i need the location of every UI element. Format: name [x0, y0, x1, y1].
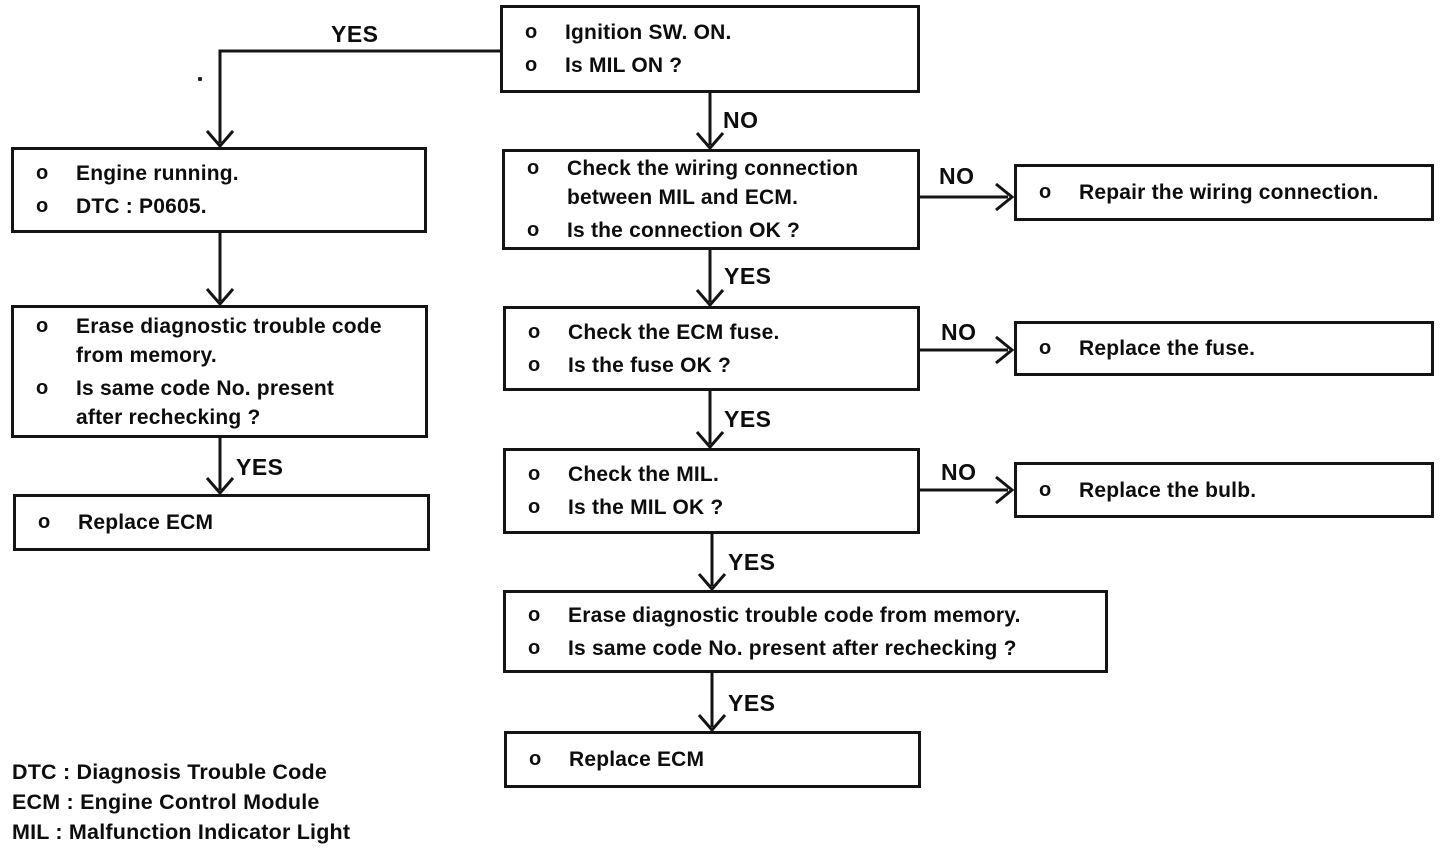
legend-dtc: DTC : Diagnosis Trouble Code	[12, 760, 327, 784]
node-replace-ecm-main: o Replace ECM	[504, 731, 921, 788]
node-replace-ecm-left: o Replace ECM	[13, 494, 430, 551]
node-line: o Repair the wiring connection.	[1039, 178, 1423, 207]
node-line: o Check the ECM fuse.	[528, 318, 909, 347]
node-line: o Check the MIL.	[528, 460, 909, 489]
bullet: o	[527, 157, 540, 179]
arrowhead-down-icon	[695, 132, 725, 151]
node-text: Is the fuse OK ?	[568, 353, 732, 377]
bullet: o	[528, 353, 541, 376]
node-text: Check the ECM fuse.	[568, 320, 780, 344]
legend-ecm: ECM : Engine Control Module	[12, 790, 320, 814]
node-line: o Engine running.	[36, 159, 416, 188]
bullet: o	[528, 320, 541, 343]
node-text: Erase diagnostic trouble code from memor…	[568, 603, 1021, 627]
node-replace-fuse: o Replace the fuse.	[1014, 321, 1434, 376]
scan-speck	[198, 77, 202, 81]
arrowhead-right-icon	[995, 335, 1015, 365]
node-line: o Is the fuse OK ?	[528, 351, 909, 380]
bullet: o	[528, 636, 541, 659]
arrowhead-down-icon	[205, 130, 235, 149]
arrowhead-right-icon	[995, 475, 1015, 505]
node-text: Is MIL ON ?	[565, 54, 683, 77]
node-line: o Ignition SW. ON.	[525, 18, 909, 47]
node-text: Replace ECM	[569, 748, 705, 771]
bullet: o	[529, 748, 542, 770]
node-text: Is the connection OK ?	[567, 219, 801, 242]
node-check-wiring: o Check the wiring connection between MI…	[502, 149, 920, 250]
bullet: o	[528, 496, 541, 518]
arrowhead-down-icon	[695, 431, 725, 450]
arrowhead-right-icon	[995, 182, 1015, 212]
node-engine-running: o Engine running. o DTC : P0605.	[11, 147, 427, 233]
arrowhead-down-icon	[697, 714, 727, 733]
legend-mil: MIL : Malfunction Indicator Light	[12, 820, 351, 844]
node-text: Check the wiring connection between MIL …	[567, 157, 859, 209]
connector-yes-top	[218, 49, 500, 143]
node-line: o Is MIL ON ?	[525, 51, 909, 80]
node-text: Ignition SW. ON.	[565, 21, 732, 44]
node-text: Check the MIL.	[568, 463, 719, 486]
node-line: o Check the wiring connection between MI…	[527, 154, 909, 212]
node-text: Replace the fuse.	[1079, 337, 1256, 360]
node-line: o Is same code No. present after recheck…	[36, 374, 417, 432]
bullet: o	[36, 314, 49, 337]
bullet: o	[36, 376, 49, 399]
arrowhead-down-icon	[697, 573, 727, 592]
node-line: o Replace the bulb.	[1039, 476, 1423, 505]
label-yes-top: YES	[331, 21, 379, 47]
bullet: o	[1039, 181, 1052, 203]
arrowhead-down-icon	[205, 288, 235, 307]
label-no-3: NO	[941, 459, 977, 485]
label-no-top: NO	[723, 107, 759, 133]
node-text: Erase diagnostic trouble code from memor…	[76, 314, 382, 367]
node-text: Replace ECM	[78, 511, 214, 534]
bullet: o	[1039, 478, 1052, 501]
label-yes-left: YES	[236, 454, 284, 480]
label-no-2: NO	[941, 319, 977, 345]
node-line: o Replace ECM	[529, 745, 910, 774]
arrowhead-down-icon	[695, 289, 725, 308]
label-yes-mid-3: YES	[728, 549, 776, 575]
node-line: o DTC : P0605.	[36, 192, 416, 221]
node-repair-wiring: o Repair the wiring connection.	[1014, 164, 1434, 221]
node-line: o Is the connection OK ?	[527, 216, 909, 245]
bullet: o	[525, 21, 538, 43]
node-erase-code-left: o Erase diagnostic trouble code from mem…	[11, 305, 428, 438]
node-line: o Erase diagnostic trouble code from mem…	[528, 601, 1097, 630]
bullet: o	[1039, 337, 1052, 359]
node-ignition-sw: o Ignition SW. ON. o Is MIL ON ?	[500, 5, 920, 93]
node-line: o Replace the fuse.	[1039, 334, 1423, 363]
legend: DTC : Diagnosis Trouble Code ECM : Engin…	[12, 757, 350, 847]
node-text: Repair the wiring connection.	[1079, 181, 1379, 204]
node-line: o Is same code No. present after recheck…	[528, 634, 1097, 663]
node-check-fuse: o Check the ECM fuse. o Is the fuse OK ?	[503, 306, 920, 391]
node-text: Replace the bulb.	[1079, 478, 1257, 502]
node-check-mil: o Check the MIL. o Is the MIL OK ?	[503, 448, 920, 534]
node-text: DTC : P0605.	[76, 195, 207, 218]
node-text: Is same code No. present after recheckin…	[568, 636, 1017, 660]
node-line: o Erase diagnostic trouble code from mem…	[36, 312, 417, 370]
label-yes-mid-1: YES	[724, 263, 772, 289]
node-replace-bulb: o Replace the bulb.	[1014, 462, 1434, 518]
label-yes-mid-2: YES	[724, 406, 772, 432]
label-no-1: NO	[939, 163, 975, 189]
arrowhead-down-icon	[205, 477, 235, 496]
bullet: o	[38, 511, 51, 533]
bullet: o	[527, 219, 540, 241]
node-text: Is the MIL OK ?	[568, 496, 724, 519]
bullet: o	[528, 463, 541, 485]
bullet: o	[36, 195, 49, 217]
bullet: o	[525, 54, 538, 76]
node-line: o Is the MIL OK ?	[528, 493, 909, 522]
bullet: o	[36, 162, 49, 184]
node-text: Is same code No. present after recheckin…	[76, 376, 335, 429]
bullet: o	[528, 603, 541, 626]
node-line: o Replace ECM	[38, 508, 419, 537]
label-yes-mid-4: YES	[728, 690, 776, 716]
node-erase-code-main: o Erase diagnostic trouble code from mem…	[503, 590, 1108, 673]
node-text: Engine running.	[76, 162, 239, 185]
